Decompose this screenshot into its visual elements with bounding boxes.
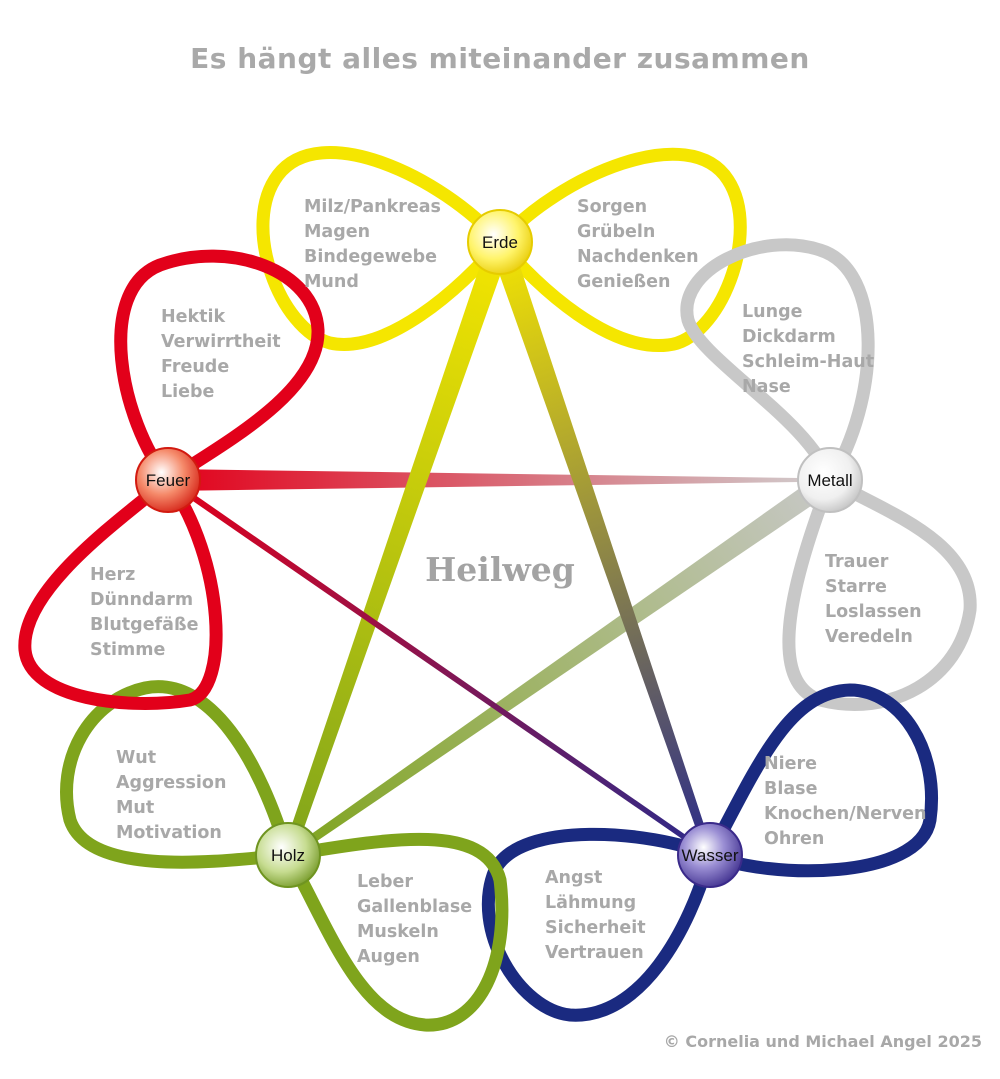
list-item: Hektik: [161, 307, 226, 327]
list-item: Mut: [116, 798, 155, 818]
list-item: Motivation: [116, 823, 222, 843]
svg-text:Feuer: Feuer: [146, 471, 191, 490]
copyright-notice: © Cornelia und Michael Angel 2025: [663, 1032, 982, 1051]
metall-emotions: Trauer Starre Loslassen Veredeln: [825, 550, 922, 650]
feuer-emotions: Hektik Verwirrtheit Freude Liebe: [161, 305, 281, 405]
svg-text:Metall: Metall: [807, 471, 852, 490]
list-item: Genießen: [577, 272, 671, 292]
node-feuer: Feuer: [135, 447, 201, 513]
wasser-loop-right: [703, 683, 938, 878]
node-holz: Holz: [255, 822, 321, 888]
node-erde: Erde: [467, 209, 533, 275]
list-item: Muskeln: [357, 922, 439, 942]
metall-organs: Lunge Dickdarm Schleim-Haut Nase: [742, 300, 874, 400]
list-item: Nase: [742, 377, 791, 397]
list-item: Blutgefäße: [90, 615, 199, 635]
list-item: Stimme: [90, 640, 166, 660]
list-item: Vertrauen: [545, 943, 644, 963]
wasser-emotions: Angst Lähmung Sicherheit Vertrauen: [545, 866, 646, 966]
metall-loop-upper: [680, 238, 875, 487]
feuer-loop-lower: [18, 473, 223, 710]
list-item: Dickdarm: [742, 327, 836, 347]
list-item: Freude: [161, 357, 230, 377]
wasser-organs: Niere Blase Knochen/Nerven Ohren: [764, 752, 926, 852]
svg-text:Wasser: Wasser: [682, 846, 739, 865]
wasser-loop-bottom: [481, 827, 717, 1022]
list-item: Niere: [764, 754, 818, 774]
connection-metall-holz: [286, 471, 836, 858]
list-item: Sorgen: [577, 197, 648, 217]
holz-loop-left: [60, 680, 295, 869]
center-label: Heilweg: [425, 550, 575, 589]
node-metall: Metall: [797, 447, 863, 513]
diagram-title: Es hängt alles miteinander zusammen: [190, 42, 810, 75]
connection-feuer-metall: [168, 469, 800, 491]
holz-emotions: Wut Aggression Mut Motivation: [116, 746, 226, 846]
connection-erde-holz: [282, 242, 512, 856]
list-item: Nachdenken: [577, 247, 699, 267]
holz-organs: Leber Gallenblase Muskeln Augen: [357, 870, 472, 970]
list-item: Magen: [304, 222, 371, 242]
list-item: Verwirrtheit: [161, 332, 281, 352]
feuer-loop-upper: [114, 249, 325, 487]
list-item: Mund: [304, 272, 359, 292]
list-item: Trauer: [825, 552, 889, 572]
list-item: Loslassen: [825, 602, 922, 622]
erde-loop-left: [256, 146, 507, 351]
list-item: Wut: [116, 748, 157, 768]
list-item: Angst: [545, 868, 603, 888]
list-item: Augen: [357, 947, 420, 967]
list-item: Veredeln: [825, 627, 913, 647]
erde-organs: Milz/Pankreas Magen Bindegewebe Mund: [304, 195, 441, 295]
connection-erde-wasser: [488, 242, 714, 857]
list-item: Gallenblase: [357, 897, 473, 917]
list-item: Aggression: [116, 773, 227, 793]
list-item: Lunge: [742, 302, 803, 322]
list-item: Leber: [357, 872, 414, 892]
list-item: Liebe: [161, 382, 215, 402]
list-item: Schleim-Haut: [742, 352, 875, 372]
svg-text:Holz: Holz: [271, 846, 305, 865]
list-item: Starre: [825, 577, 887, 597]
list-item: Sicherheit: [545, 918, 646, 938]
list-item: Grübeln: [577, 222, 656, 242]
metall-loop-lower: [782, 473, 977, 711]
connection-feuer-wasser: [162, 472, 714, 861]
list-item: Ohren: [764, 829, 825, 849]
node-wasser: Wasser: [677, 822, 743, 888]
list-item: Dünndarm: [90, 590, 194, 610]
list-item: Herz: [90, 565, 136, 585]
svg-text:Erde: Erde: [482, 233, 518, 252]
list-item: Bindegewebe: [304, 247, 438, 267]
erde-emotions: Sorgen Grübeln Nachdenken Genießen: [577, 195, 699, 295]
holz-loop-bottom: [281, 832, 509, 1032]
list-item: Lähmung: [545, 893, 637, 913]
list-item: Knochen/Nerven: [764, 804, 927, 824]
list-item: Blase: [764, 779, 818, 799]
feuer-organs: Herz Dünndarm Blutgefäße Stimme: [90, 563, 198, 663]
list-item: Milz/Pankreas: [304, 197, 441, 217]
